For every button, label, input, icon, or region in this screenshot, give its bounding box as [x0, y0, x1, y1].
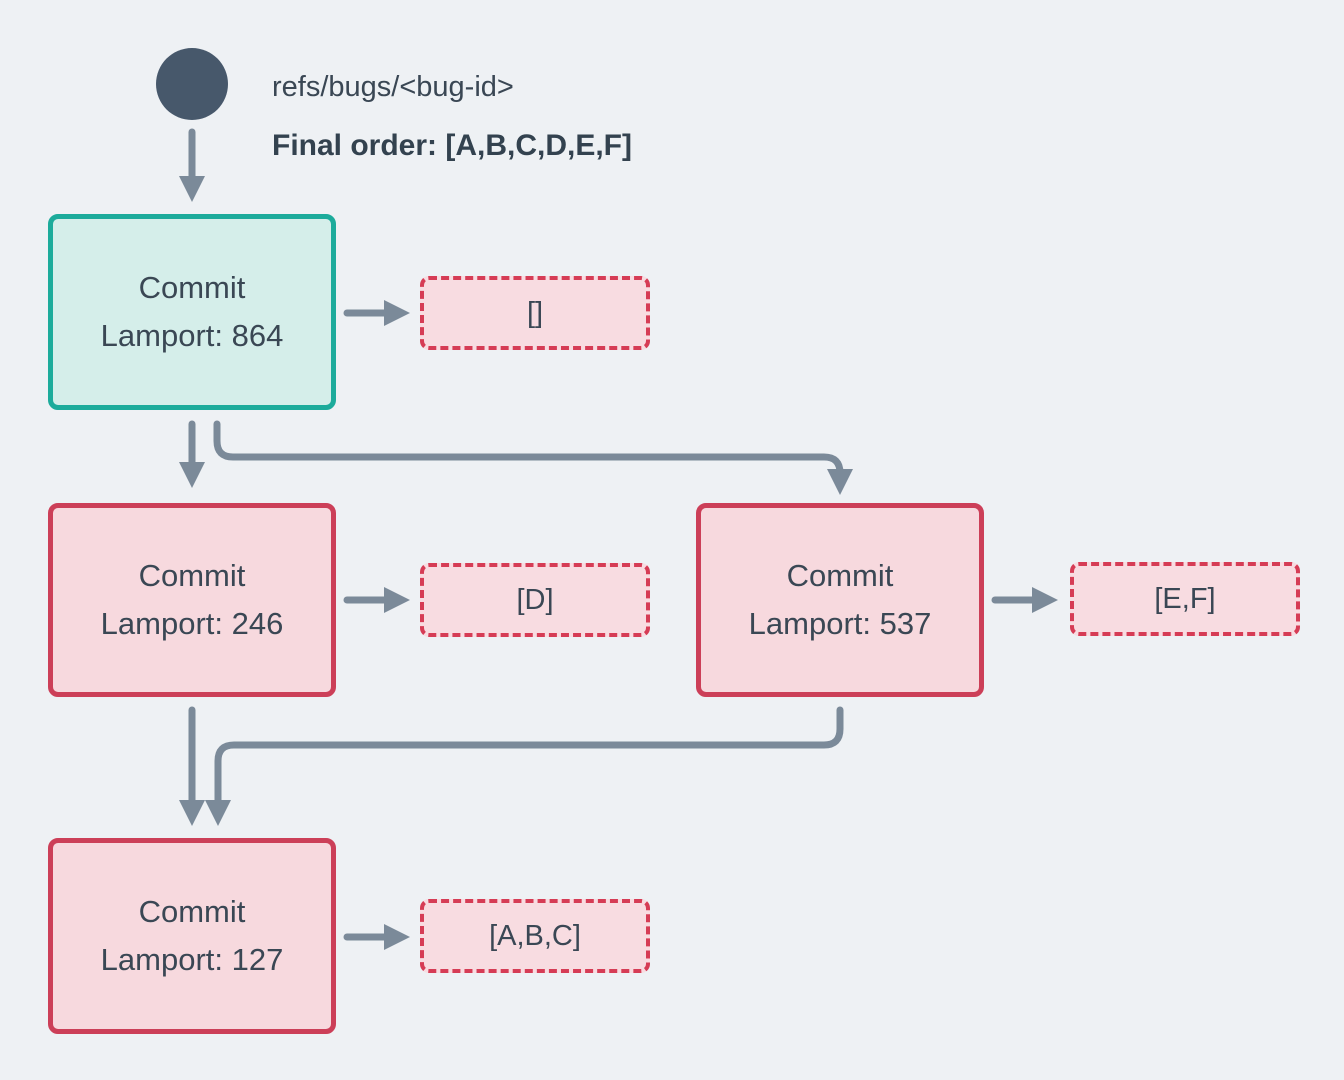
commit-lamport: Lamport: 127 — [100, 942, 284, 977]
commit-title: Commit — [138, 894, 246, 929]
commit-title: Commit — [786, 558, 894, 593]
ops-box-537: [E,F] — [1070, 562, 1300, 636]
edge-864-to-537 — [213, 420, 853, 495]
commit-title: Commit — [138, 558, 246, 593]
commit-node-537: Commit Lamport: 537 — [696, 503, 984, 697]
ops-box-864: [] — [420, 276, 650, 350]
commit-node-246: Commit Lamport: 246 — [48, 503, 336, 697]
commit-node-127: Commit Lamport: 127 — [48, 838, 336, 1034]
ops-box-246: [D] — [420, 563, 650, 637]
ops-box-127: [A,B,C] — [420, 899, 650, 973]
ref-head-node — [156, 48, 228, 120]
commit-node-864: Commit Lamport: 864 — [48, 214, 336, 410]
final-order-label: Final order: [A,B,C,D,E,F] — [272, 129, 632, 162]
commit-lamport: Lamport: 246 — [100, 606, 284, 641]
commit-lamport: Lamport: 864 — [100, 318, 284, 353]
edge-537-to-127 — [205, 706, 844, 826]
commit-title: Commit — [138, 270, 246, 305]
commit-lamport: Lamport: 537 — [748, 606, 932, 641]
ref-label: refs/bugs/<bug-id> — [272, 71, 514, 103]
